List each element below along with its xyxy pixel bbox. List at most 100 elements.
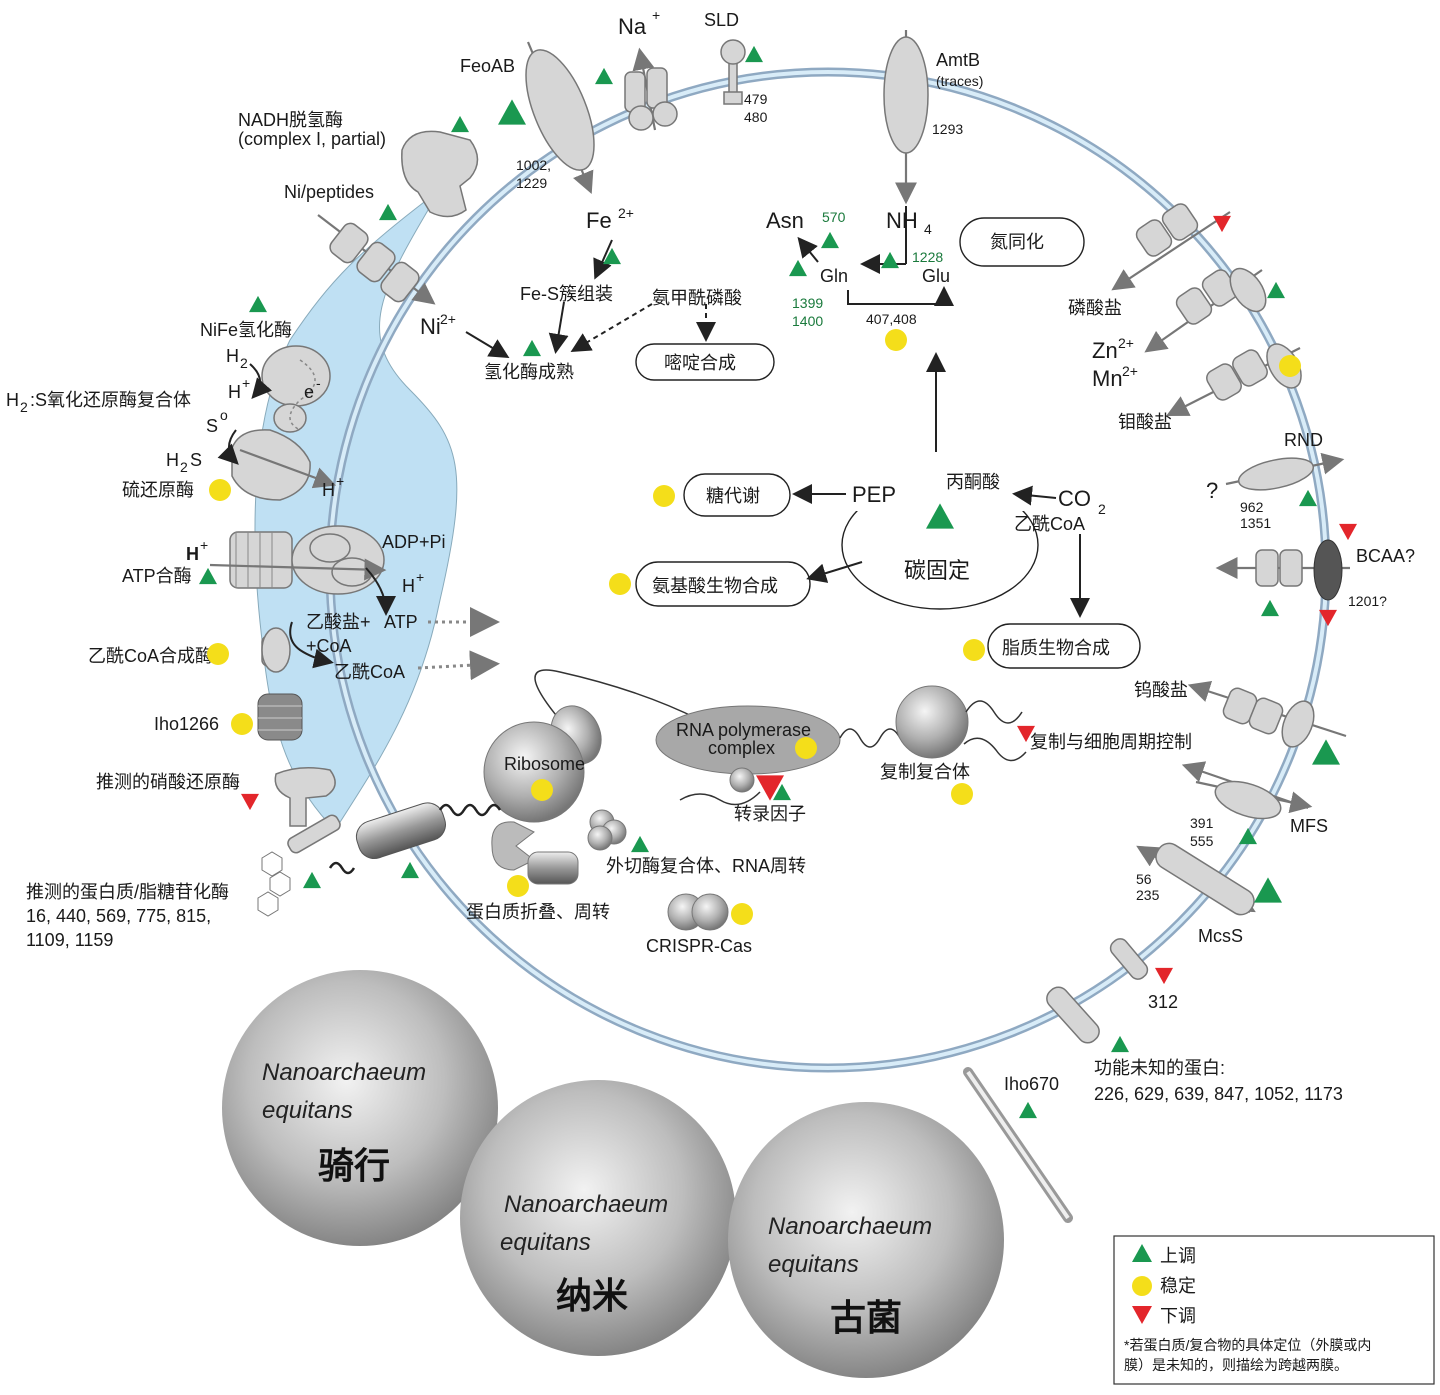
label-n-assim: 氮同化 — [990, 232, 1044, 252]
label-adp: ADP+Pi — [382, 532, 446, 552]
stable-marker-icon — [609, 573, 631, 595]
svg-text:e: e — [304, 382, 314, 402]
mfs-transporter — [1181, 761, 1313, 820]
feoab-transporter — [525, 41, 595, 195]
svg-text:纳米: 纳米 — [556, 1275, 628, 1316]
down-marker-icon — [241, 793, 259, 811]
legend: 上调 稳定 下调 *若蛋白质/复合物的具体定位（外膜或内 膜）是未知的，则描绘为… — [1113, 1235, 1435, 1385]
label-lipid: 脂质生物合成 — [1002, 638, 1110, 658]
svg-text:226, 629, 639, 847, 1052, 1173: 226, 629, 639, 847, 1052, 1173 — [1094, 1084, 1343, 1104]
label-glyco: 推测的蛋白质/脂糖苷化酶 — [26, 882, 229, 902]
up-marker-icon — [1312, 739, 1340, 765]
label-fold: 蛋白质折叠、周转 — [466, 902, 610, 922]
svg-text:(complex I, partial): (complex I, partial) — [238, 129, 386, 149]
svg-text:555: 555 — [1190, 833, 1214, 849]
svg-text:479: 479 — [744, 91, 768, 107]
label-hydrog-mat: 氢化酶成熟 — [484, 362, 574, 382]
up-marker-icon — [1267, 281, 1285, 299]
down-marker-icon — [1319, 609, 1337, 627]
label-fes: Fe-S簇组装 — [520, 284, 613, 304]
legend-down-label: 下调 — [1160, 1306, 1196, 1326]
sld-protein — [720, 39, 746, 105]
label-pep: PEP — [852, 482, 896, 507]
label-fe: Fe — [586, 208, 612, 233]
acetyl-coa-synthetase — [261, 627, 291, 673]
tungstate-transporter — [1187, 680, 1347, 748]
svg-text:S: S — [206, 416, 218, 436]
svg-text:+: + — [242, 375, 250, 391]
molybdate-transporter — [1166, 343, 1302, 416]
up-marker-icon — [1019, 1101, 1037, 1119]
up-marker-icon — [1299, 489, 1317, 507]
na-channel — [624, 47, 678, 131]
label-tf: 转录因子 — [734, 804, 806, 824]
up-marker-icon — [249, 295, 267, 313]
svg-text:1201?: 1201? — [1348, 593, 1387, 609]
nanoarchaeum-cell-1: Nanoarchaeum equitans 骑行 — [222, 970, 498, 1246]
svg-text:1400: 1400 — [792, 313, 823, 329]
transcription-factor — [729, 767, 755, 793]
label-acetate: 乙酸盐+ — [306, 612, 371, 632]
label-exo: 外切酶复合体、RNA周转 — [606, 856, 806, 876]
svg-text:480: 480 — [744, 109, 768, 125]
svg-text:+: + — [336, 473, 344, 489]
svg-text:4: 4 — [924, 221, 932, 237]
up-marker-icon — [1261, 599, 1279, 617]
down-marker-icon — [1213, 215, 1231, 233]
label-ni-peptides: Ni/peptides — [284, 182, 374, 202]
svg-text:2: 2 — [240, 355, 248, 371]
label-bcaa: BCAA? — [1356, 546, 1415, 566]
label-mfs: MFS — [1290, 816, 1328, 836]
svg-text:1228: 1228 — [912, 249, 943, 265]
sugar-box — [683, 473, 791, 517]
svg-text:1002,: 1002, — [516, 157, 551, 173]
mrna-strand — [534, 669, 701, 721]
up-marker-icon — [451, 115, 469, 133]
replisome — [895, 685, 969, 759]
up-marker-icon — [1239, 827, 1257, 845]
label-mn: Mn — [1092, 366, 1123, 391]
label-ni: Ni — [420, 314, 441, 339]
stable-marker-icon — [963, 639, 985, 661]
svg-text:H: H — [166, 450, 179, 470]
label-rep-ctrl: 复制与细胞周期控制 — [1030, 732, 1192, 752]
stable-marker-icon — [531, 779, 553, 801]
label-feoab: FeoAB — [460, 56, 515, 76]
up-marker-icon — [631, 835, 649, 853]
up-marker-icon — [881, 251, 899, 269]
up-marker-icon — [303, 871, 321, 889]
n-assim-box — [959, 217, 1085, 267]
label-nife: NiFe氢化酶 — [200, 320, 292, 340]
svg-text:2: 2 — [1098, 501, 1106, 517]
label-crispr: CRISPR-Cas — [646, 936, 752, 956]
label-iho1266: Iho1266 — [154, 714, 219, 734]
label-replisome: 复制复合体 — [880, 762, 970, 782]
label-carbon-fix: 碳固定 — [904, 558, 970, 583]
svg-text:391: 391 — [1190, 815, 1214, 831]
stable-marker-icon — [885, 329, 907, 351]
svg-text:膜）是未知的，则描绘为跨越两膜。: 膜）是未知的，则描绘为跨越两膜。 — [1124, 1357, 1348, 1373]
label-molybdate: 钼酸盐 — [1118, 412, 1172, 432]
label-nadh: NADH脱氢酶 — [238, 110, 343, 130]
svg-text:1351: 1351 — [1240, 515, 1271, 531]
label-acetylcoa: 乙酰CoA — [1014, 514, 1085, 534]
svg-text:H: H — [186, 544, 199, 564]
label-sugar: 糖代谢 — [706, 486, 760, 506]
svg-text:2+: 2+ — [1122, 363, 1138, 379]
svg-text:Nanoarchaeum: Nanoarchaeum — [768, 1213, 932, 1240]
stable-marker-icon — [795, 737, 817, 759]
up-marker-icon — [199, 567, 217, 585]
label-rnap: RNA polymerase — [676, 720, 811, 740]
svg-text:1293: 1293 — [932, 121, 963, 137]
ribosome — [483, 705, 602, 823]
svg-text:+: + — [652, 7, 660, 23]
svg-text:complex: complex — [708, 738, 775, 758]
label-phosphate: 磷酸盐 — [1068, 298, 1122, 318]
label-iho670: Iho670 — [1004, 1074, 1059, 1094]
label-rnd: RND — [1284, 430, 1323, 450]
svg-text:2+: 2+ — [618, 205, 634, 221]
svg-text:equitans: equitans — [262, 1097, 353, 1124]
iho1266-protein — [257, 693, 303, 741]
